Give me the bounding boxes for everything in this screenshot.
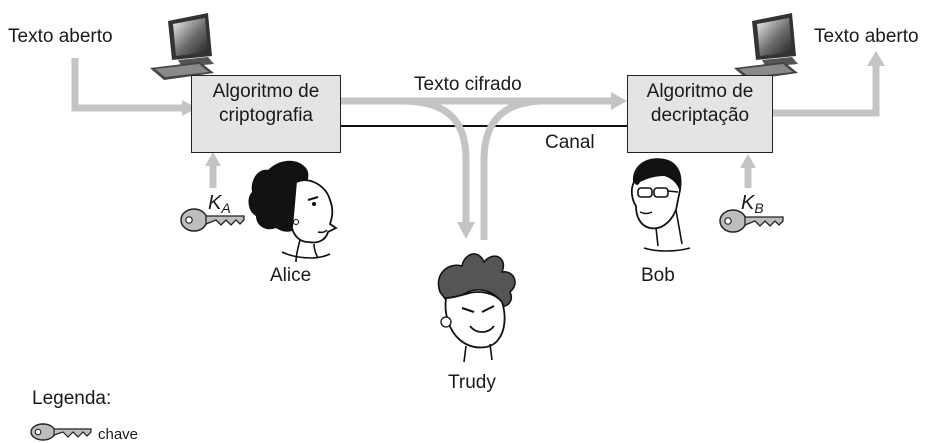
- plaintext-out-arrowhead: [867, 51, 885, 66]
- encryption-algorithm-box: Algoritmo de criptografia: [191, 75, 341, 153]
- bob-name: Bob: [641, 265, 675, 286]
- trudy-name: Trudy: [448, 372, 496, 393]
- computer-left-icon: [150, 13, 214, 80]
- decryption-box-line1: Algoritmo de: [646, 81, 754, 102]
- key-a-label: KA: [208, 193, 231, 215]
- plaintext-left-label: Texto aberto: [8, 26, 113, 47]
- plaintext-right-label: Texto aberto: [814, 26, 919, 47]
- legend-title: Legenda:: [32, 388, 112, 409]
- key-b-sub: B: [754, 200, 764, 216]
- decryption-algorithm-box: Algoritmo de decriptação: [627, 75, 773, 153]
- encryption-box-line2: criptografia: [219, 105, 313, 126]
- intercept-down-arrowhead: [457, 222, 475, 239]
- key-a-icon: [180, 208, 245, 232]
- plaintext-in-arrowhead: [182, 100, 197, 116]
- bob-figure: [630, 158, 691, 252]
- legend-key-icon: [30, 423, 92, 441]
- channel-label: Canal: [545, 132, 595, 153]
- encryption-box-line1: Algoritmo de: [212, 81, 320, 102]
- key-a-sub: A: [221, 200, 231, 216]
- ciphertext-label: Texto cifrado: [414, 74, 522, 95]
- ciphertext-arrowhead: [611, 92, 627, 110]
- key-a-arrowhead: [205, 152, 221, 166]
- computer-right-icon: [734, 13, 798, 80]
- key-b-base: K: [741, 192, 755, 214]
- legend-key-text: chave: [98, 426, 139, 443]
- intercept-down-arrow: [401, 97, 470, 222]
- key-b-arrowhead: [740, 154, 756, 168]
- alice-name: Alice: [270, 265, 312, 286]
- inject-up-arrow: [480, 97, 546, 240]
- trudy-figure: [437, 253, 516, 363]
- key-a-base: K: [208, 192, 222, 214]
- decryption-box-line2: decriptação: [650, 105, 750, 126]
- key-b-icon: [719, 209, 784, 233]
- alice-figure: [248, 160, 338, 263]
- plaintext-out-arrow: [772, 65, 880, 117]
- plaintext-in-arrow: [71, 58, 182, 112]
- key-b-label: KB: [741, 193, 764, 215]
